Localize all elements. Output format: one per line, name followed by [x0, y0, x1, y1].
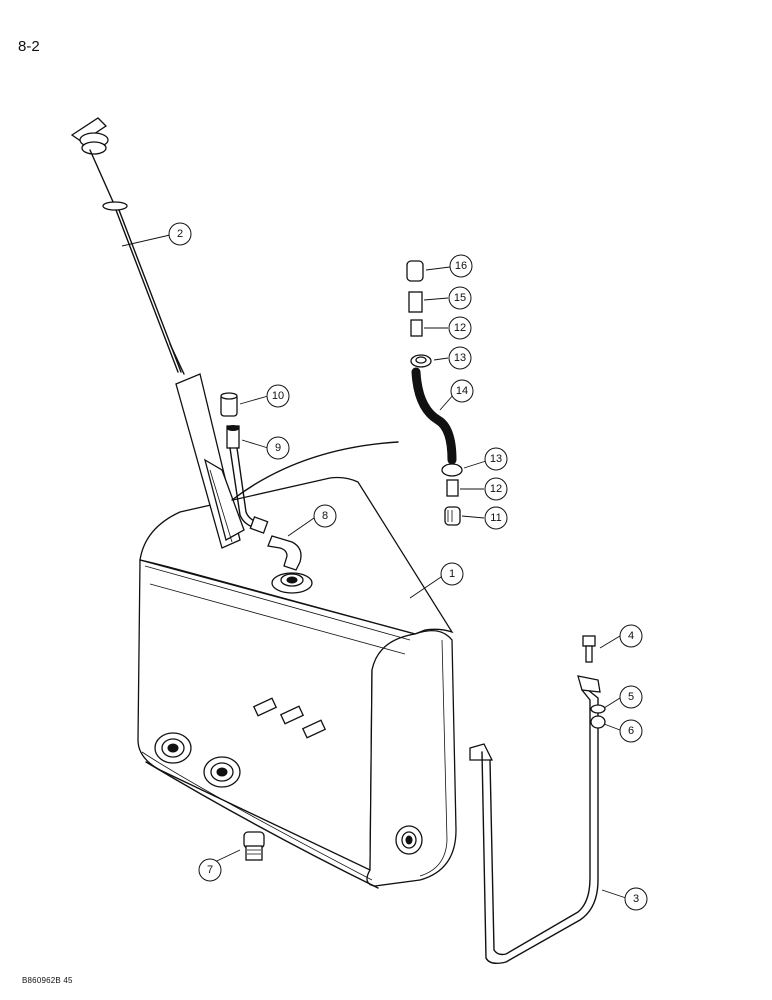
filler-neck — [175, 373, 245, 549]
svg-text:16: 16 — [455, 260, 467, 272]
svg-text:2: 2 — [177, 228, 183, 240]
drain-plug-7 — [243, 831, 265, 861]
callout-7: 7 — [198, 858, 222, 882]
dipstick — [70, 117, 185, 375]
svg-text:12: 12 — [490, 483, 502, 495]
callout-1: 1 — [440, 562, 464, 586]
svg-text:7: 7 — [207, 864, 213, 876]
svg-text:15: 15 — [454, 292, 466, 304]
tank-port-left — [154, 732, 192, 764]
vent-cap-10 — [220, 392, 238, 417]
page-number: 8-2 — [18, 38, 40, 55]
washer-5 — [590, 704, 606, 714]
svg-text:11: 11 — [490, 512, 501, 524]
leader-lines — [121, 234, 627, 899]
svg-text:13: 13 — [490, 453, 502, 465]
tank-port-right — [395, 825, 423, 855]
callout-2: 2 — [168, 222, 192, 246]
callout-6: 6 — [619, 719, 643, 743]
svg-text:1: 1 — [449, 568, 455, 580]
callout-13-upper: 13 — [448, 346, 472, 370]
callout-12-upper: 12 — [448, 316, 472, 340]
front-fittings — [252, 697, 327, 739]
callout-3: 3 — [624, 887, 648, 911]
svg-text:10: 10 — [272, 390, 284, 402]
callout-4: 4 — [619, 624, 643, 648]
svg-text:9: 9 — [275, 442, 281, 454]
nut-6 — [590, 715, 606, 729]
svg-text:14: 14 — [456, 385, 468, 397]
tank-strap — [469, 675, 601, 965]
svg-text:13: 13 — [454, 352, 466, 364]
callout-5: 5 — [619, 685, 643, 709]
fuel-tank — [137, 476, 457, 889]
callout-14: 14 — [450, 379, 474, 403]
svg-text:8: 8 — [322, 510, 328, 522]
callout-13-lower: 13 — [484, 447, 508, 471]
svg-text:6: 6 — [628, 725, 634, 737]
bolt-4 — [582, 635, 596, 663]
callout-9: 9 — [266, 436, 290, 460]
hose-assembly — [231, 260, 463, 526]
svg-text:4: 4 — [628, 630, 634, 642]
callout-15: 15 — [448, 286, 472, 310]
callout-12-lower: 12 — [484, 477, 508, 501]
elbow-fitting-8 — [249, 516, 302, 571]
svg-text:12: 12 — [454, 322, 466, 334]
callout-16: 16 — [449, 254, 473, 278]
svg-text:3: 3 — [633, 893, 639, 905]
callout-8: 8 — [313, 504, 337, 528]
callout-11: 11 — [484, 506, 508, 530]
figure-code: B860962B 45 — [22, 976, 73, 985]
callout-10: 10 — [266, 384, 290, 408]
tank-port-center — [203, 756, 241, 788]
svg-text:5: 5 — [628, 691, 634, 703]
